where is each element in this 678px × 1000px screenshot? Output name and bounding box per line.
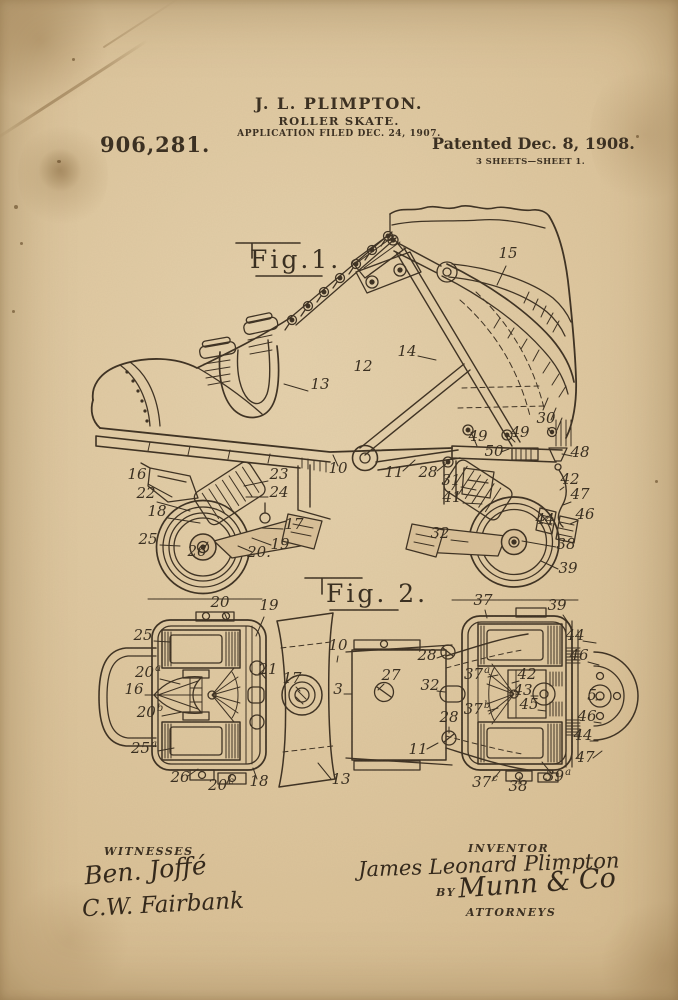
- ref-numeral-37: 37: [473, 591, 493, 609]
- ref-numeral-25: 25: [137, 530, 157, 548]
- fig1-drawing: Fig.1.: [90, 205, 595, 601]
- leader-line: [336, 655, 339, 663]
- ref-numeral-30: 30: [536, 409, 556, 427]
- ref-numeral-23: 23: [268, 465, 288, 483]
- ref-numeral-50: 50: [484, 442, 504, 460]
- leader-line: [157, 747, 175, 752]
- ref-numeral-37a: 37a: [464, 665, 490, 683]
- ref-numeral-48: 48: [569, 443, 589, 461]
- ref-numeral-16: 16: [124, 680, 144, 698]
- leader-line: [317, 762, 332, 780]
- leader-line: [587, 661, 600, 666]
- ref-numeral-20b: 20b: [136, 703, 164, 721]
- ref-numeral-47: 47: [569, 485, 590, 503]
- ref-numeral-13: 13: [331, 770, 350, 788]
- ref-numeral-31: 31: [441, 471, 460, 489]
- ref-numeral-12: 12: [353, 357, 372, 375]
- ref-numeral-46: 46: [568, 646, 589, 664]
- ref-numeral-10: 10: [328, 459, 348, 477]
- ref-numeral-14: 14: [397, 342, 416, 360]
- leader-line: [496, 265, 507, 286]
- ref-numeral-44: 44: [534, 510, 554, 528]
- ref-numeral-38: 38: [508, 777, 527, 795]
- ref-numeral-41: 41: [441, 488, 461, 506]
- ref-numeral-10: 10: [328, 636, 348, 654]
- attorneys-heading: ATTORNEYS: [466, 906, 557, 919]
- ref-numeral-25: 25: [132, 626, 152, 644]
- ref-numeral-44: 44: [572, 726, 592, 744]
- ref-numeral-45: 45: [518, 695, 538, 713]
- ref-numeral-37c: 37c: [472, 773, 498, 791]
- ref-numeral-46: 46: [574, 505, 595, 523]
- fig2-heel-truck: [461, 607, 639, 783]
- ref-numeral-39: 39: [558, 559, 578, 577]
- by-label: BY: [436, 886, 456, 899]
- ref-numeral-11: 11: [384, 463, 403, 481]
- ref-numeral-28: 28: [416, 646, 436, 664]
- leader-line: [417, 355, 437, 361]
- ref-numeral-44: 44: [564, 626, 584, 644]
- ref-numeral-3: 3: [333, 680, 343, 698]
- ref-numeral-49: 49: [509, 423, 530, 441]
- fig2-drawing: Fig. 2.: [98, 577, 639, 795]
- ref-numeral-38: 38: [556, 535, 575, 553]
- leader-line: [460, 486, 477, 491]
- ref-numeral-32: 32: [430, 524, 449, 542]
- ref-numeral-32: 32: [420, 676, 439, 694]
- leader-line: [537, 709, 547, 712]
- ref-numeral-37b: 37b: [464, 700, 491, 718]
- ref-numeral-18: 18: [249, 772, 268, 790]
- ref-numeral-16: 16: [127, 465, 147, 483]
- fig2-foot-plate: [345, 633, 529, 771]
- ref-numeral-39: 39: [547, 596, 567, 614]
- leader-line: [582, 640, 597, 644]
- ref-numeral-24: 24: [268, 483, 288, 501]
- fig2-toe-truck: [98, 611, 267, 785]
- leader-line: [283, 383, 309, 392]
- leader-line: [161, 711, 183, 717]
- ref-numeral-17: 17: [282, 669, 302, 687]
- leader-line: [521, 540, 557, 548]
- fig1-caption: Fig.1.: [250, 245, 341, 274]
- ref-numeral-20: 20.: [246, 543, 271, 561]
- ref-numeral-20a: 20a: [134, 663, 161, 681]
- leader-line: [426, 742, 439, 750]
- ref-numeral-28: 28: [438, 708, 458, 726]
- ref-numeral-5: 5: [587, 686, 597, 704]
- ref-numeral-18: 18: [147, 502, 166, 520]
- ref-numeral-22: 22: [135, 484, 155, 502]
- ref-numeral-28: 28: [417, 463, 437, 481]
- ref-numeral-11: 11: [408, 740, 427, 758]
- ref-numeral-13: 13: [310, 375, 329, 393]
- ref-numeral-39a: 39a: [545, 767, 571, 785]
- ref-numeral-26: 26: [186, 542, 207, 560]
- ref-numeral-46: 46: [576, 707, 597, 725]
- ref-numeral-20c: 20c: [207, 776, 234, 794]
- ref-numeral-25a: 25a: [130, 739, 157, 757]
- ref-numeral-19: 19: [270, 535, 290, 553]
- ref-numeral-47: 47: [574, 748, 595, 766]
- ref-numeral-20: 20: [209, 593, 230, 611]
- ref-numeral-19: 19: [259, 596, 279, 614]
- leader-line: [540, 560, 559, 570]
- fig2-strap: [276, 612, 336, 788]
- ref-numeral-21: 21: [257, 660, 277, 678]
- fig2-caption: Fig. 2.: [326, 579, 428, 608]
- ref-numeral-17: 17: [284, 515, 304, 533]
- ref-numeral-26: 26: [169, 768, 190, 786]
- ref-numeral-27: 27: [380, 666, 401, 684]
- ref-numeral-15: 15: [498, 244, 517, 262]
